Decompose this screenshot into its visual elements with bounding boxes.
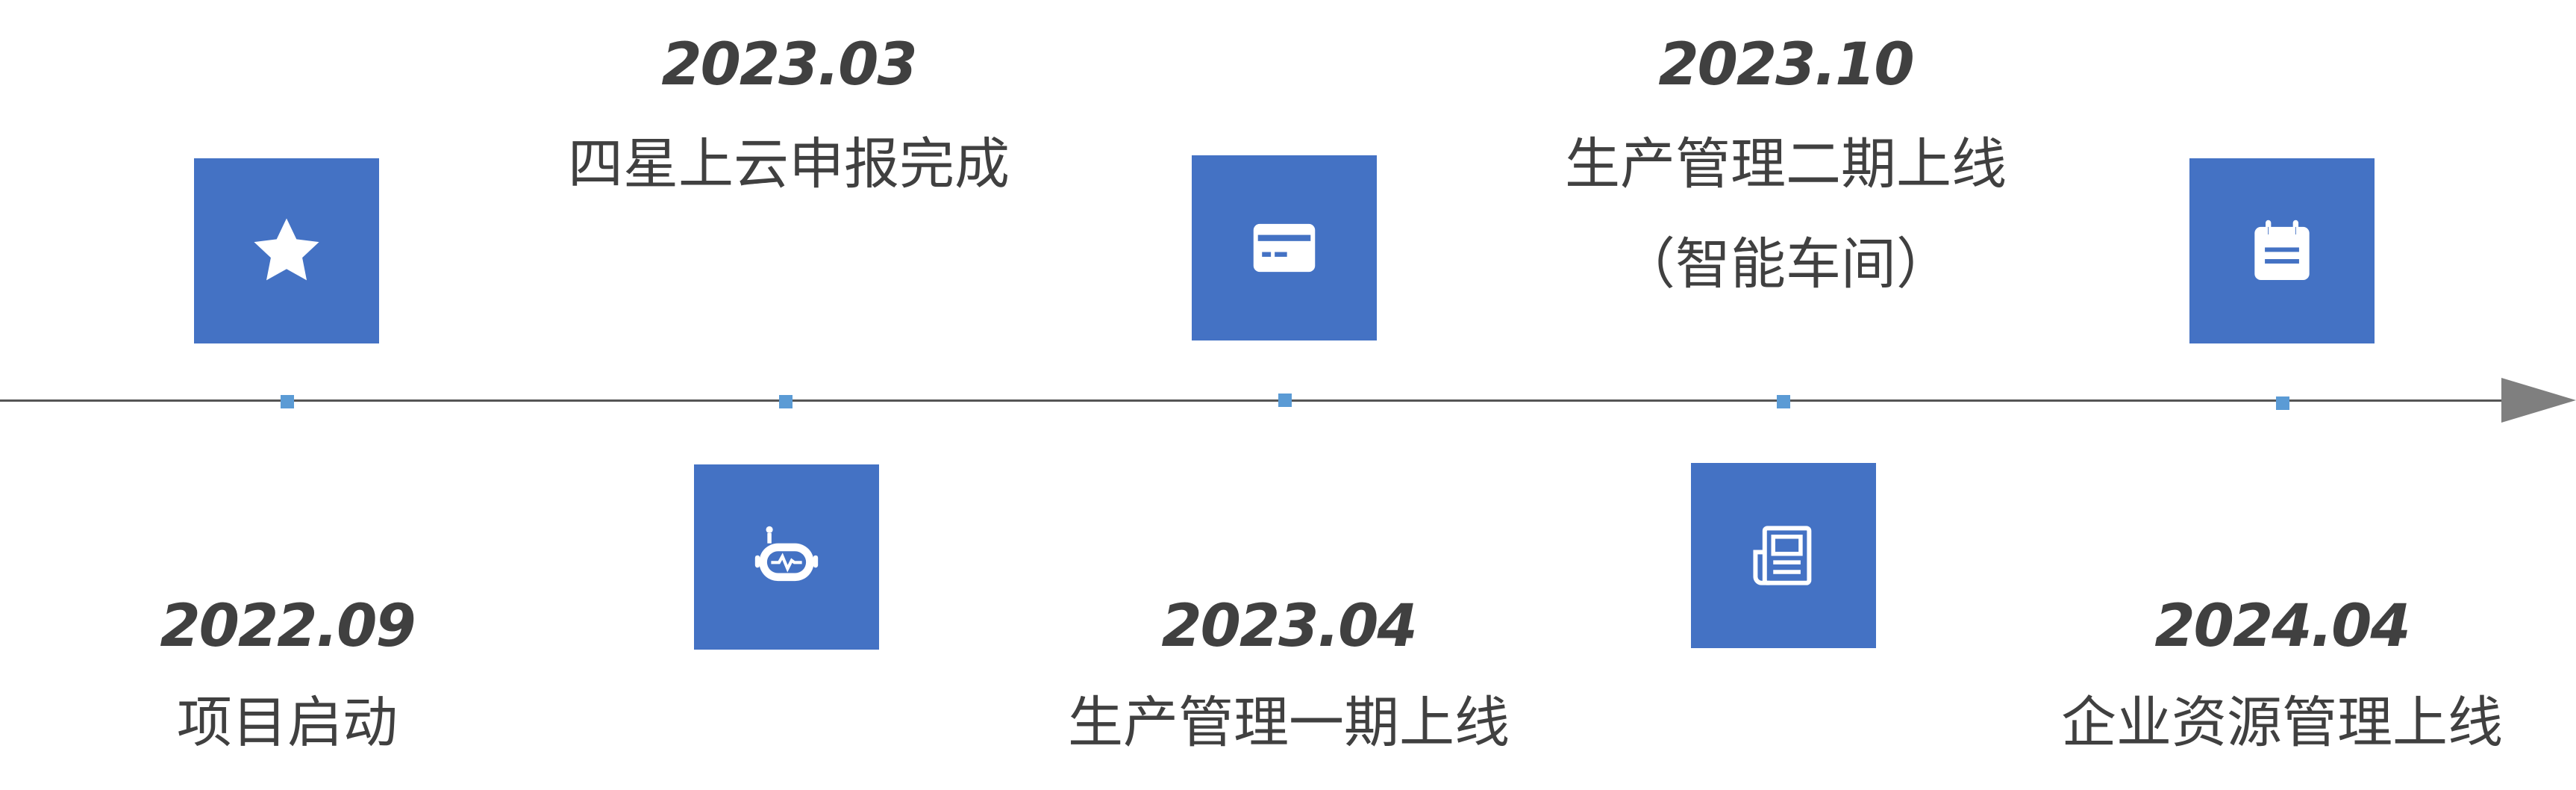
milestone-4-sublabel: （智能车间） bbox=[1620, 232, 1951, 296]
milestone-4-icon-box bbox=[1691, 463, 1876, 648]
milestone-2-icon-box bbox=[694, 464, 879, 650]
milestone-1-label: 项目启动 bbox=[177, 691, 398, 755]
milestone-4-date: 2023.10 bbox=[1658, 31, 1914, 99]
notepad-icon bbox=[2254, 220, 2310, 280]
milestone-1-icon-box bbox=[194, 158, 379, 343]
timeline-tick-4 bbox=[1777, 395, 1790, 408]
timeline-tick-3 bbox=[1278, 394, 1292, 407]
timeline-arrowhead bbox=[2501, 378, 2576, 423]
timeline-tick-5 bbox=[2276, 396, 2289, 410]
milestone-5-label: 企业资源管理上线 bbox=[2061, 691, 2503, 755]
milestone-1-date: 2022.09 bbox=[160, 593, 416, 660]
milestone-5-icon-box bbox=[2189, 158, 2375, 343]
milestone-2-label: 四星上云申报完成 bbox=[568, 132, 1010, 196]
milestone-3-icon-box bbox=[1192, 155, 1377, 340]
timeline-axis bbox=[0, 399, 2507, 402]
timeline-tick-2 bbox=[779, 395, 793, 408]
document-icon bbox=[1753, 526, 1812, 585]
milestone-5-date: 2024.04 bbox=[2154, 593, 2410, 660]
milestone-4-label: 生产管理二期上线 bbox=[1565, 132, 2007, 196]
milestone-3-label: 生产管理一期上线 bbox=[1068, 691, 1510, 755]
star-icon bbox=[254, 218, 319, 281]
robot-icon bbox=[754, 526, 819, 582]
milestone-3-date: 2023.04 bbox=[1161, 593, 1417, 660]
card-icon bbox=[1253, 223, 1316, 273]
milestone-2-date: 2023.03 bbox=[661, 31, 917, 99]
timeline-tick-1 bbox=[281, 395, 294, 408]
